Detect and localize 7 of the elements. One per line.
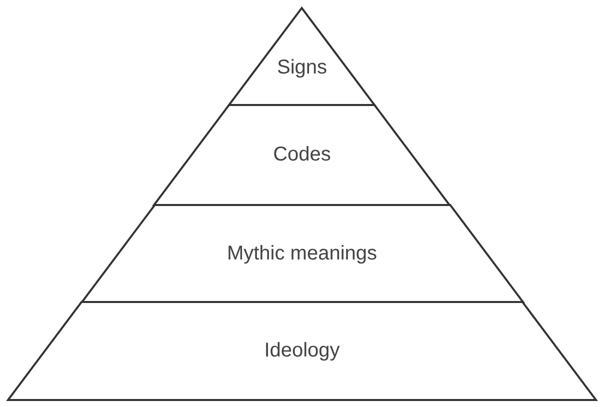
tier-label: Ideology [264, 340, 340, 362]
pyramid-tier [6, 300, 598, 402]
pyramid-tier [227, 6, 377, 107]
tier-label: Mythic meanings [226, 242, 378, 265]
tier-label: Signs [276, 56, 328, 80]
tier-label: Codes [273, 144, 331, 166]
pyramid-tier [80, 203, 524, 304]
